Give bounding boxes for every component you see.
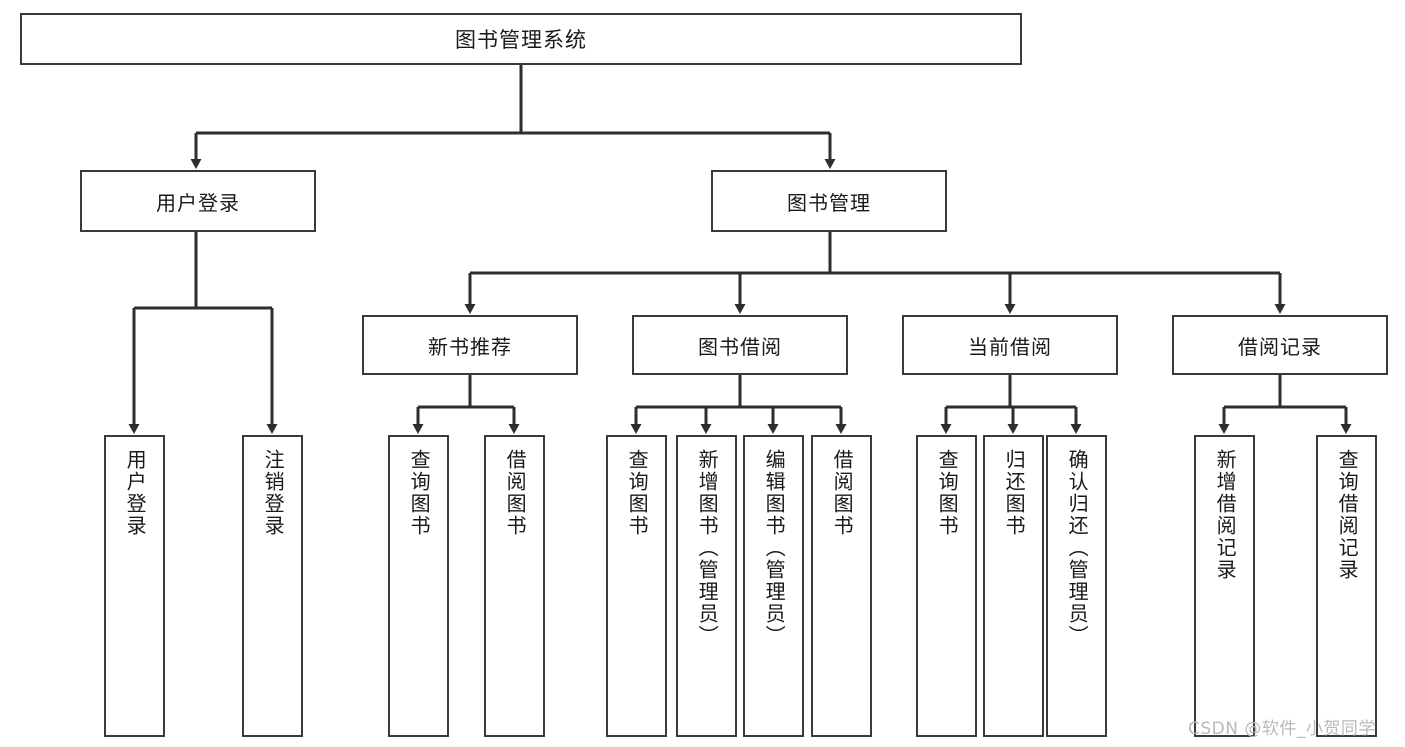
node-root-book-management-system[interactable]: 图书管理系统 — [20, 13, 1022, 65]
node-new-book-recommend[interactable]: 新书推荐 — [362, 315, 578, 375]
leaf-book-borrow-borrow[interactable]: 借阅图书 — [811, 435, 872, 737]
leaf-label: 确认归还（管理员） — [1065, 449, 1090, 647]
leaf-label: 查询图书 — [935, 449, 960, 537]
leaf-new-book-query[interactable]: 查询图书 — [388, 435, 449, 737]
leaf-label: 注销登录 — [261, 449, 286, 537]
leaf-book-borrow-add-admin[interactable]: 新增图书（管理员） — [676, 435, 737, 737]
csdn-watermark: CSDN @软件_小贺同学 — [1188, 719, 1376, 739]
node-book-management[interactable]: 图书管理 — [711, 170, 947, 232]
leaf-label: 查询借阅记录 — [1335, 449, 1360, 581]
leaf-new-book-borrow[interactable]: 借阅图书 — [484, 435, 545, 737]
leaf-label: 归还图书 — [1002, 449, 1027, 537]
leaf-user-login-signout[interactable]: 注销登录 — [242, 435, 303, 737]
leaf-borrow-record-query[interactable]: 查询借阅记录 — [1316, 435, 1377, 737]
leaf-book-borrow-query[interactable]: 查询图书 — [606, 435, 667, 737]
node-new-book-recommend-label: 新书推荐 — [428, 334, 512, 359]
node-current-borrow-label: 当前借阅 — [968, 334, 1052, 359]
leaf-user-login-signin[interactable]: 用户登录 — [104, 435, 165, 737]
node-borrow-record-label: 借阅记录 — [1238, 334, 1322, 359]
leaf-current-borrow-return[interactable]: 归还图书 — [983, 435, 1044, 737]
node-book-borrow[interactable]: 图书借阅 — [632, 315, 848, 375]
leaf-label: 用户登录 — [123, 449, 148, 537]
leaf-current-borrow-confirm-admin[interactable]: 确认归还（管理员） — [1046, 435, 1107, 737]
node-book-borrow-label: 图书借阅 — [698, 334, 782, 359]
node-root-label: 图书管理系统 — [455, 28, 587, 52]
leaf-borrow-record-add[interactable]: 新增借阅记录 — [1194, 435, 1255, 737]
node-user-login[interactable]: 用户登录 — [80, 170, 316, 232]
node-user-login-label: 用户登录 — [156, 190, 240, 215]
leaf-label: 编辑图书（管理员） — [762, 449, 787, 647]
leaf-label: 查询图书 — [625, 449, 650, 537]
node-book-management-label: 图书管理 — [787, 190, 871, 215]
node-current-borrow[interactable]: 当前借阅 — [902, 315, 1118, 375]
leaf-label: 新增图书（管理员） — [695, 449, 720, 647]
leaf-label: 查询图书 — [407, 449, 432, 537]
leaf-current-borrow-query[interactable]: 查询图书 — [916, 435, 977, 737]
leaf-label: 借阅图书 — [830, 449, 855, 537]
node-borrow-record[interactable]: 借阅记录 — [1172, 315, 1388, 375]
leaf-label: 借阅图书 — [503, 449, 528, 537]
leaf-label: 新增借阅记录 — [1213, 449, 1238, 581]
leaf-book-borrow-edit-admin[interactable]: 编辑图书（管理员） — [743, 435, 804, 737]
